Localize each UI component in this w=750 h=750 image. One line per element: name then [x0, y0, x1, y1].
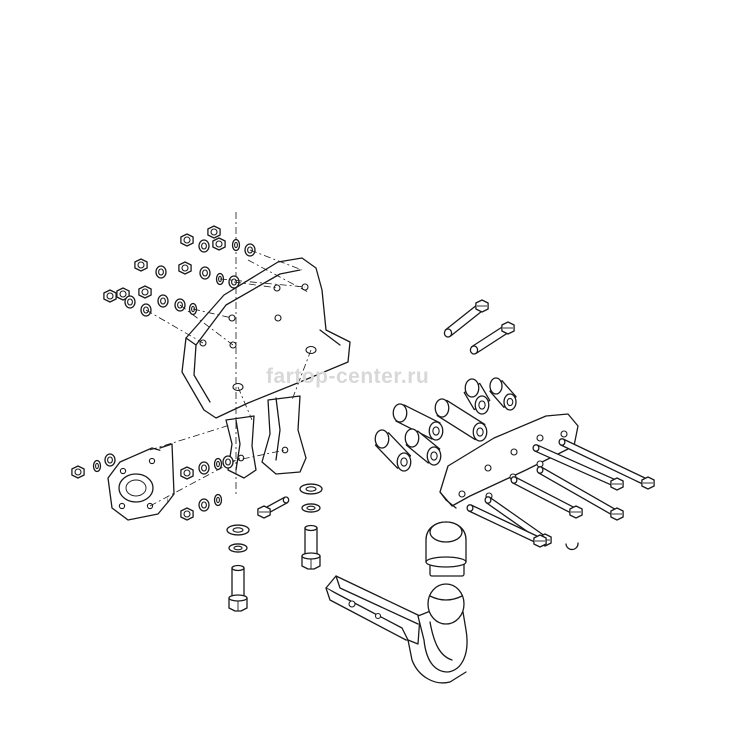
socket-bracket [107, 443, 175, 521]
vertical-bolt [228, 564, 248, 612]
lock-washer [228, 543, 248, 553]
vertical-bolts [226, 483, 323, 612]
hex-nut [207, 225, 221, 239]
spacer-tube [374, 429, 412, 472]
hex-nut [180, 233, 194, 247]
short-bolt [257, 496, 290, 519]
long-bolt [510, 476, 583, 519]
washer [199, 266, 211, 280]
spacer-tube [404, 428, 442, 466]
hex-nut [180, 466, 194, 480]
dash-axis [179, 304, 234, 346]
spacer-tube [434, 398, 488, 442]
left-mounting-plate [181, 257, 351, 419]
hex-nut [134, 258, 148, 272]
snap-ring [565, 542, 579, 551]
flat-washer [299, 483, 323, 495]
spacer-tube [392, 403, 444, 441]
small-hardware [71, 453, 290, 521]
dash-axis [247, 259, 309, 293]
lock-washer [92, 459, 102, 473]
dash-axis [145, 309, 204, 344]
hex-nut [180, 507, 194, 521]
dash-axis [227, 449, 286, 463]
long-bolt [558, 438, 655, 490]
washer [222, 455, 234, 469]
upper-bolt [469, 321, 515, 355]
upper-bolts [443, 299, 515, 355]
dash-axis [149, 424, 231, 451]
washer [198, 239, 210, 253]
lock-washer [213, 493, 223, 507]
long-bolt [466, 504, 547, 548]
vertical-bolt [301, 524, 321, 570]
dash-axis [219, 278, 306, 288]
lock-washer [301, 503, 321, 513]
right-mounting-plate [439, 413, 579, 509]
tow-ball-assembly [325, 521, 468, 684]
washer [157, 294, 169, 308]
hex-nut [178, 261, 192, 275]
lock-washer [213, 457, 223, 471]
washer [198, 498, 210, 512]
hex-nut [212, 237, 226, 251]
spacer-tubes [374, 377, 517, 472]
hex-nut [116, 287, 130, 301]
washer [104, 453, 116, 467]
watermark-text: fartop-center.ru [266, 365, 429, 388]
spacer-tube [463, 378, 491, 415]
dash-axis [237, 386, 253, 421]
dash-axis [192, 308, 233, 319]
hex-nut [138, 285, 152, 299]
flat-washer [226, 524, 250, 536]
lock-washer [231, 238, 241, 252]
hex-nut [71, 465, 85, 479]
long-bolt [536, 466, 624, 521]
dashed-axes [145, 249, 312, 507]
spacer-tube [489, 377, 517, 411]
long-bolts [466, 438, 655, 551]
washer [155, 265, 167, 279]
dash-axis [249, 249, 303, 271]
washer [198, 461, 210, 475]
dash-axis [291, 349, 312, 401]
washer [124, 295, 136, 309]
hex-nut [103, 289, 117, 303]
upper-bolt [443, 299, 489, 338]
long-bolt [532, 444, 624, 491]
